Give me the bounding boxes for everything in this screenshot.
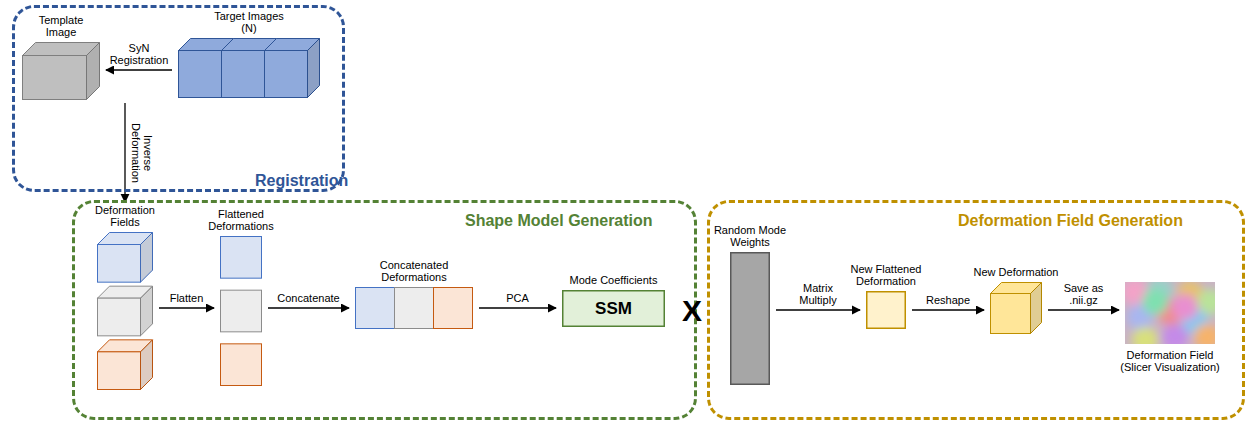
flat-square: [221, 290, 262, 332]
edge-label: SyN Registration: [102, 42, 176, 66]
cube-shape: [991, 283, 1042, 334]
flow-arrow: [1048, 310, 1119, 311]
random-mode-weights: Random Mode Weights: [730, 252, 770, 385]
flow-arrow: [106, 70, 172, 71]
flat-square: [221, 344, 262, 386]
box-shape: [867, 292, 906, 329]
box-shape: [563, 291, 665, 327]
shape-heading: Deformation Fields: [89, 204, 161, 228]
registration-group: RegistrationTemplate ImageTarget Images …: [12, 5, 345, 192]
cube-shape: [23, 43, 100, 100]
flat-square: [221, 237, 262, 279]
box-shape: [731, 253, 770, 385]
shape-heading: Target Images (N): [209, 10, 289, 34]
new-deformation-art: [990, 282, 1042, 334]
group-title: Registration: [255, 172, 348, 190]
edge-label: Concatenate: [267, 292, 351, 304]
arrow-line: [106, 69, 172, 70]
group-title: Shape Model Generation: [465, 212, 653, 230]
arrow-line: [159, 307, 214, 308]
shape-heading: Deformation Field (Slicer Visualization): [1110, 349, 1230, 373]
cube-shape: [98, 233, 153, 283]
random-mode-weights-art: [730, 252, 770, 385]
flat-square: [395, 288, 434, 329]
flat-square: [434, 288, 473, 329]
flattened-deformations-art: [220, 236, 262, 386]
multiply-symbol: X: [682, 294, 702, 328]
ssm-box: Mode CoefficientsSSM: [562, 290, 665, 327]
arrow-line: [124, 103, 125, 202]
concatenated-deformations-art: [355, 287, 473, 329]
flow-arrow: [125, 103, 126, 202]
concatenated-deformations: Concatenated Deformations: [355, 287, 473, 329]
shape-heading: Concatenated Deformations: [372, 259, 456, 283]
target-images-art: [178, 38, 320, 98]
shape-heading: Flattened Deformations: [205, 208, 277, 232]
shape-heading: New Deformation: [974, 266, 1059, 278]
arrow-line: [912, 309, 984, 310]
new-deformation: New Deformation: [990, 282, 1042, 334]
shape-heading: New Flattened Deformation: [846, 263, 926, 287]
flow-arrow: [268, 308, 349, 309]
group-title: Deformation Field Generation: [958, 212, 1183, 230]
field-texture: [1125, 282, 1215, 344]
edge-label: Inverse Deformation: [130, 118, 154, 188]
cube-shape: [98, 286, 153, 336]
shape-text: SSM: [562, 290, 665, 327]
template-image: Template Image: [22, 42, 100, 100]
flow-arrow: [479, 308, 556, 309]
deformation-field-image: Deformation Field (Slicer Visualization): [1125, 282, 1215, 344]
edge-label: Matrix Multiply: [786, 282, 850, 306]
new-flattened-deformation: New Flattened Deformation: [866, 291, 906, 329]
edge-label: Flatten: [155, 292, 219, 304]
edge-label: Reshape: [916, 294, 980, 306]
shape-model-group: Shape Model GenerationDeformation Fields…: [72, 200, 697, 420]
flattened-deformations: Flattened Deformations: [220, 236, 262, 386]
arrow-line: [268, 307, 349, 308]
shape-heading: Mode Coefficients: [570, 274, 658, 286]
template-image-art: [22, 42, 100, 100]
cube-shape: [98, 340, 153, 390]
shape-heading: Random Mode Weights: [710, 224, 790, 248]
arrow-line: [1048, 309, 1119, 310]
edge-label: PCA: [486, 292, 550, 304]
flow-arrow: [776, 310, 860, 311]
deformation-generation-group: Deformation Field GenerationRandom Mode …: [707, 200, 1245, 420]
flow-arrow: [912, 310, 984, 311]
shape-heading: Template Image: [26, 14, 96, 38]
cube-shape: [265, 39, 320, 98]
deformation-fields: Deformation Fields: [97, 232, 153, 390]
deformation-field-image-art: [1125, 282, 1215, 344]
deformation-fields-art: [97, 232, 153, 390]
arrow-line: [776, 309, 860, 310]
edge-label: Save as .nii.gz: [1052, 282, 1116, 306]
new-flattened-deformation-art: [866, 291, 906, 329]
flat-square: [356, 288, 395, 329]
arrow-line: [479, 307, 556, 308]
flow-arrow: [159, 308, 214, 309]
target-images: Target Images (N): [178, 38, 320, 98]
